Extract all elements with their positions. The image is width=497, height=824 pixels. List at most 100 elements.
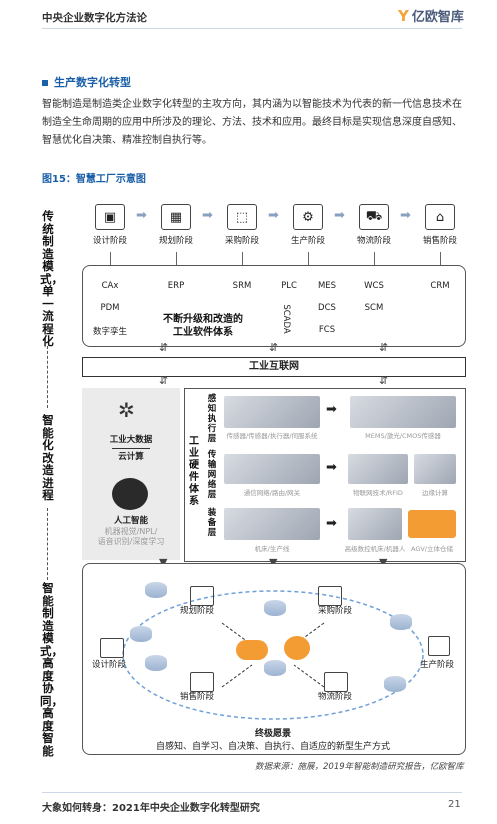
layer-caption: 传感器/传感器/执行器/伺服系统: [226, 432, 318, 440]
database-icon: [264, 600, 286, 616]
layer-caption: AGV/立体仓储: [410, 545, 453, 553]
footer-title: 大象如何转身：2021年中央企业数字化转型研究: [42, 803, 260, 814]
robot-arm-image: [348, 508, 402, 540]
planning-board-icon: ▦: [161, 204, 191, 230]
database-icon: [390, 614, 412, 630]
connector-line: [110, 252, 111, 266]
goal-text: 自感知、自学习、自决策、自执行、自适应的新型生产方式: [155, 742, 390, 752]
data-ai-panel: [82, 388, 180, 560]
purchase-box-icon: ⬚: [227, 204, 257, 230]
figure-title: 图15：智慧工厂示意图: [42, 174, 146, 185]
agv-image: [408, 510, 456, 538]
arrow-right-icon: ➡: [400, 208, 411, 223]
planning-board-icon: [190, 586, 214, 606]
database-icon: [145, 582, 167, 598]
footer-divider: [42, 792, 462, 793]
ai-title: 人工智能: [113, 516, 148, 526]
connector-line: [440, 252, 441, 266]
logistics-truck-icon: [324, 672, 348, 692]
body-paragraph: 智能制造是制造类企业数字化转型的主攻方向，其内涵为以智能技术为代表的新一代信息技…: [42, 99, 462, 146]
hardware-title: 工业硬件体系: [189, 436, 199, 507]
goal-title: 终极愿景: [254, 729, 291, 739]
connector-line: [176, 252, 177, 266]
rfid-image: [348, 454, 408, 484]
software-system-box: [82, 265, 466, 347]
edge-chip-image: [414, 454, 456, 484]
side-label-smart: 智能制造模式，高度协同，高度智能: [40, 581, 63, 758]
cycle-stage-production: 生产阶段: [420, 660, 455, 670]
sensor-devices-image: [224, 396, 320, 428]
header-divider: [42, 28, 462, 29]
logo-text: 亿欧智库: [411, 10, 464, 25]
production-robot-icon: ⚙: [293, 204, 323, 230]
arrow-right-icon: ➡: [202, 208, 213, 223]
network-nodes-icon: ✲: [118, 398, 135, 422]
arrow-right-icon: ➡: [334, 208, 345, 223]
timeline-dash: [47, 346, 48, 408]
cycle-arrows: [122, 590, 424, 720]
software-tag: SCADA: [281, 299, 291, 339]
layer-caption: 高级数控机床/机器人: [344, 545, 406, 553]
router-gateway-image: [224, 454, 320, 484]
software-tag: WCS: [358, 281, 390, 291]
software-tag: DCS: [312, 303, 342, 313]
mems-sensor-image: [350, 396, 456, 428]
software-tag: MES: [312, 281, 342, 291]
stage-planning: ▦ 规划阶段: [148, 204, 204, 246]
industrial-internet-bar: 工业互联网: [82, 357, 466, 377]
software-tag: ERP: [160, 281, 192, 291]
software-tag: PLC: [276, 281, 302, 291]
connector-line: [242, 252, 243, 266]
section-title: 生产数字化转型: [42, 74, 131, 90]
timeline-dash: [47, 508, 48, 580]
header-title: 中央企业数字化方法论: [42, 12, 147, 24]
stage-sales: ⌂ 销售阶段: [412, 204, 468, 246]
data-source: 数据来源：施展，2019年智能制造研究报告，亿欧智库: [255, 762, 464, 772]
stage-purchase: ⬚ 采购阶段: [214, 204, 270, 246]
database-icon: [145, 655, 167, 671]
brain-icon: [284, 636, 310, 660]
side-label-traditional: 传统制造模式，单一流程化: [40, 209, 63, 348]
stage-production: ⚙ 生产阶段: [280, 204, 336, 246]
software-tag: 数字孪生: [88, 325, 132, 337]
software-tag: FCS: [312, 325, 342, 335]
arrow-right-icon: ➡: [326, 460, 337, 475]
bigdata-label: 工业大数据 云计算: [82, 432, 180, 465]
logistics-truck-icon: ⛟: [359, 204, 389, 230]
layer-label-network: 传输网络层: [207, 450, 217, 500]
software-caption: 不断升级和改造的 工业软件体系: [163, 314, 243, 338]
brand-logo: Y 亿欧智库: [398, 6, 464, 26]
software-tag: CRM: [424, 281, 456, 291]
arrow-down-icon: ▼: [379, 556, 387, 569]
connector-line: [374, 252, 375, 266]
layer-label-equipment: 装备层: [207, 508, 217, 538]
stage-design: ▣ 设计阶段: [82, 204, 138, 246]
layer-caption: 边缘计算: [422, 489, 448, 497]
cycle-stage-purchase: 采购阶段: [318, 606, 353, 616]
ai-subtitle: 机器视觉/NPL/ 语音识别/深度学习: [97, 527, 165, 546]
software-tag: SRM: [226, 281, 258, 291]
side-label-transform: 智能化改造进程: [42, 413, 54, 502]
database-icon: [384, 676, 406, 692]
sales-store-icon: [190, 672, 214, 692]
layer-caption: 通信网络/路由/网关: [243, 489, 301, 497]
purchase-box-icon: [318, 586, 342, 606]
cycle-stage-design: 设计阶段: [92, 660, 127, 670]
cycle-stage-logistics: 物流阶段: [318, 692, 353, 702]
arrow-vertical-icon: ⇵: [159, 341, 169, 354]
connector-line: [308, 252, 309, 266]
software-tag: CAx: [94, 281, 126, 291]
logo-icon: Y: [398, 6, 409, 25]
arrow-vertical-icon: ⇵: [159, 374, 169, 387]
software-tag: SCM: [358, 303, 390, 313]
production-robot-icon: [428, 636, 450, 656]
brain-icon: [112, 478, 148, 510]
design-monitor-icon: ▣: [95, 204, 125, 230]
layer-caption: 物联网技术/RFID: [353, 489, 403, 497]
layer-caption: MEMS/激光/CMOS传感器: [365, 432, 441, 440]
production-line-image: [224, 508, 320, 540]
arrow-right-icon: ➡: [136, 208, 147, 223]
arrow-vertical-icon: ⇵: [379, 341, 389, 354]
software-tag: PDM: [94, 303, 126, 313]
sales-store-icon: ⌂: [425, 204, 455, 230]
